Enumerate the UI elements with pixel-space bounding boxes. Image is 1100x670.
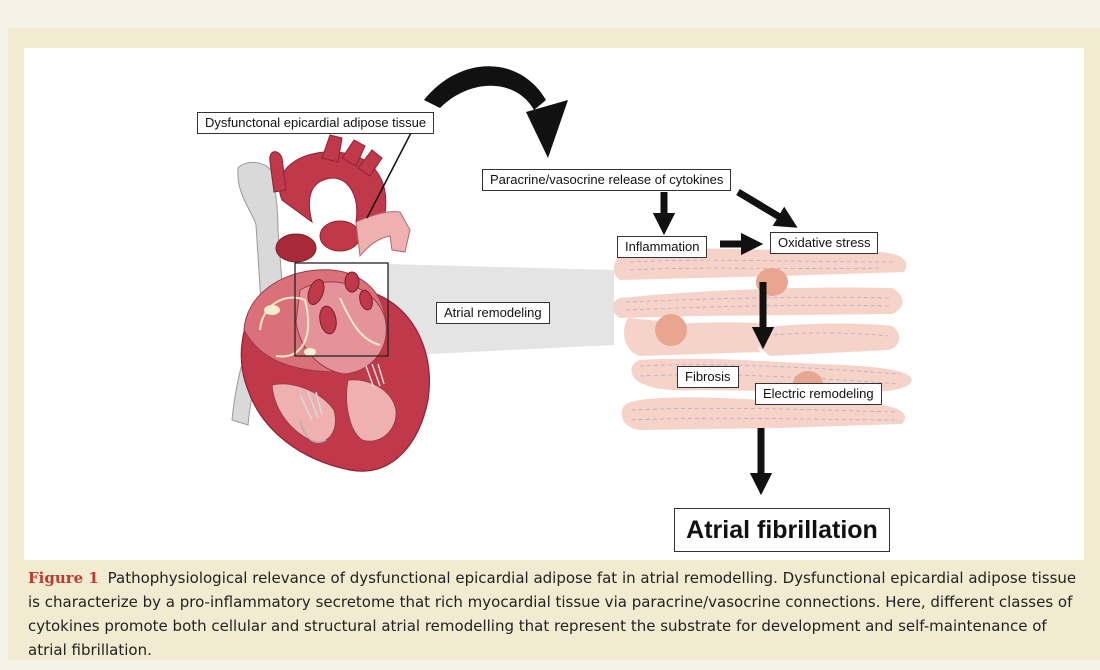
flow-arrows: [652, 188, 798, 496]
eat-pointer-line: [366, 130, 413, 219]
label-inflammation: Inflammation: [617, 236, 708, 258]
caption-text: Pathophysiological relevance of dysfunct…: [28, 569, 1077, 659]
label-atrial-remodeling: Atrial remodeling: [436, 302, 550, 324]
curved-arrow: [424, 66, 568, 158]
heart-illustration: [231, 134, 430, 472]
figure-caption: Figure 1 Pathophysiological relevance of…: [28, 566, 1080, 662]
label-paracrine: Paracrine/vasocrine release of cytokines: [482, 169, 732, 191]
zoom-rectangle: [294, 262, 389, 357]
label-oxidative-stress: Oxidative stress: [770, 232, 879, 254]
label-fibrosis: Fibrosis: [677, 366, 739, 388]
label-electric-remodeling: Electric remodeling: [755, 383, 882, 405]
label-eat: Dysfunctonal epicardial adipose tissue: [197, 112, 435, 134]
label-atrial-fibrillation: Atrial fibrillation: [674, 508, 890, 552]
figure-label: Figure 1: [28, 569, 99, 587]
